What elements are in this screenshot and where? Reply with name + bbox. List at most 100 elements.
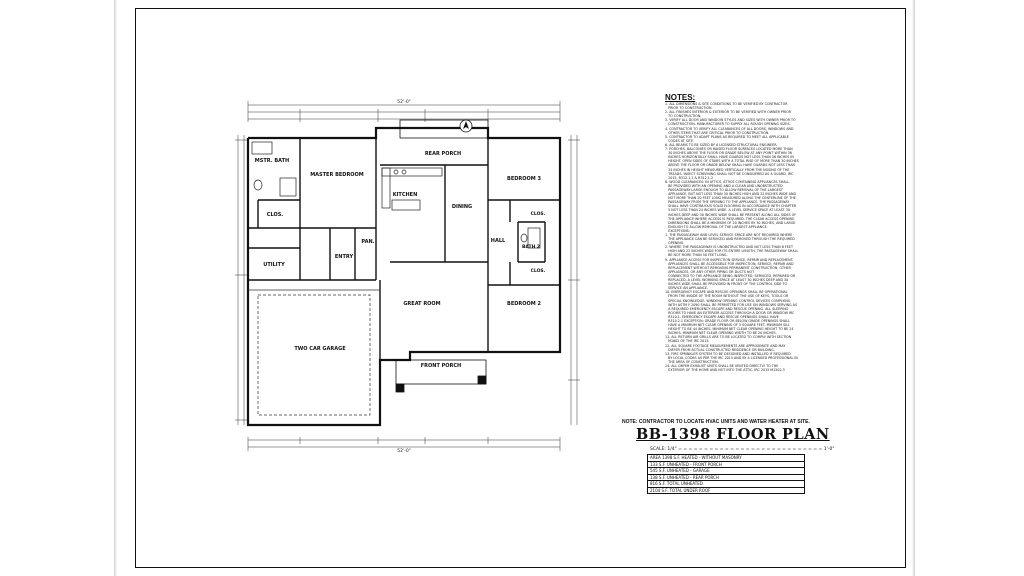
area-description: S.F. UNHEATED - FRONT PORCH [658,461,722,467]
note-line: OTHER ITEMS THAT ARE CRITICAL PRIOR TO C… [665,130,770,135]
room-master-bedroom: MASTER BEDROOM [310,172,364,178]
note-line: 2. WHERE THE PASSAGEWAY IS UNOBSTRUCTED … [665,245,793,250]
room-pantry: PAN. [361,239,374,245]
note-line: 12. ALL SQUARE FOOTAGE MEASUREMENTS ARE … [665,343,786,348]
dimension-labels: 52'-0" 52'-0" [397,99,411,454]
room-hall: HALL [491,238,506,244]
area-description: S.F. TOTAL UNHEATED [658,481,703,486]
note-line: ENOUGH TO ALLOW REMOVAL OF THE LARGEST A… [665,224,768,229]
note-line: CONNECTED TO THE APPLIANCE BEING INSPECT… [665,273,796,278]
note-line: INCHES WIDE SHALL BE PROVIDED IN FRONT O… [665,282,788,287]
area-description: S.F. TOTAL UNDER ROOF [661,487,711,493]
scale-separator: = = = = = = = = = = = = = = = = = = = = … [678,447,824,452]
dimension-lines [235,101,580,451]
area-value: 133 [650,461,658,467]
note-line: BE NOT MORE THAN 50 FEET LONG. [665,253,728,258]
note-line: APPLIANCES, OR ANY OTHER PIPING OR DUCTS… [665,269,755,274]
note-line: REPLACEMENT WITHOUT REMOVING PERMANENT C… [665,265,791,270]
area-table-body: AREA 1398 S.F. HEATED - WITHOUT MASONRY … [647,454,805,494]
note-line: WITH ASTM F 2090 SHALL BE PERMITTED FOR … [665,302,798,307]
note-line: 2. ALL FINISHES INTERIOR & EXTERIOR TO B… [665,110,792,115]
note-line: APPLIANCE, BUT NOT LESS THAN 30 INCHES H… [665,192,797,197]
note-line: SERVICE AN APPLIANCE. [665,286,709,291]
note-line: EXCEPTIONS: [665,228,690,233]
note-line: R310.2.1 EXCEPTION: GRADE FLOOR OR BELOW… [665,318,790,323]
notes-title: NOTES: [665,93,696,102]
area-cell: 2104 S.F. TOTAL UNDER ROOF [647,486,805,494]
area-description: S.F. UNHEATED - REAR PORCH [658,474,719,480]
note-line: A REQUIRED EMERGENCY ESCAPE AND RESCUE O… [665,306,789,311]
note-line: INCHES DEEP AND 30 INCHES WIDE SHALL BE … [665,212,797,217]
area-row: 2104 S.F. TOTAL UNDER ROOF [647,486,805,494]
note-line: 5 NOT LESS THAN 24 INCHES WIDE. A LEVEL … [665,208,790,213]
scale-value: 1'-0" [823,447,835,452]
sheet-border [135,8,906,568]
area-value: 138 [650,474,658,480]
note-line: THE AREA OF CONSTRUCTION. [665,359,719,364]
note-line: PASSAGEWAY LARGE ENOUGH TO ALLOW REMOVAL… [665,187,783,192]
note-line: 8. WOOD CLEARANCES: IN ATTICS, ATTICS CO… [665,179,790,184]
area-value: 545 [650,468,658,473]
room-closet-3: CLOS. [531,211,546,217]
note-line: 4. CONTRACTOR TO VERIFY ALL CLEARANCES O… [665,126,794,131]
sheet-edge-right [912,0,915,576]
exterior-walls [246,126,562,427]
note-line: INCHES. MINIMUM NET CLEAR OPENING WIDTH … [665,331,777,336]
note-line: CONSTRUCTION. MANUFACTURER TO SUPPLY ALL… [665,122,791,127]
note-line: 6. ALL BEAMS TO BE SIZED BY A LICENSED S… [665,142,778,147]
room-bedroom-2: BEDROOM 2 [507,301,541,307]
note-line: 13. FIRE SPRINKLER SYSTEM TO BE DESIGNED… [665,351,791,356]
room-kitchen: KITCHEN [393,192,418,198]
room-great-room: GREAT ROOM [403,301,440,307]
room-bath-2: BATH 2 [522,244,540,250]
note-line: 7. PORCHES, BALCONIES OR RAISED FLOOR SU… [665,147,793,152]
overall-width-bottom: 52'-0" [397,448,411,454]
note-line: 3. VERIFY ALL DOOR AND WINDOW STYLES AND… [665,118,796,123]
note-line: 1. ALL DIMENSIONS & SITE CONDITIONS TO B… [665,102,788,106]
room-bedroom-3: BEDROOM 3 [507,176,541,182]
overall-width-top: 52'-0" [397,99,411,105]
porch-outlines [395,119,489,393]
note-line: APPLIANCES SHALL BE ACCESSIBLE FOR INSPE… [665,261,794,266]
note-line: 14. ALL DRYER EXHAUST UNITS SHALL BE VEN… [665,364,779,368]
bath-fixtures [251,141,541,249]
note-line: 10. EMERGENCY ESCAPE AND RESCUE OPENINGS… [665,290,788,295]
note-line: 9. APPLIANCE ACCESS FOR INSPECTION SERVI… [665,257,794,262]
sheet-edge-left [114,0,117,576]
note-line: 2015, R312.1.1 & R312.1.2 [665,175,714,180]
room-dining: DINING [452,204,472,210]
area-prefix: AREA [650,455,661,460]
note-line: TO CONSTRUCTION. [665,114,702,119]
note-line: BE PROVIDED WITH AN OPENING AND A CLEAR … [665,183,783,188]
note-line: THE APPLIANCE CAN BE SERVICED AND REMOVE… [665,237,795,242]
note-line: THE APPLIANCE WHERE ACCESS IS REQUIRED. … [665,216,795,221]
kitchen-fixtures [381,167,443,211]
note-line: PASSAGEWAY FROM THE OPENING TO THE APPLI… [665,200,790,205]
note-line: HAVE A MINIMUM NET CLEAR OPENING OF 5 SQ… [665,323,790,328]
note-line: ABOVE THE FLOOR OR GRADE BELOW SHALL HAV… [665,163,795,168]
note-line: EXTERIOR OF THE HOME AND NOT INTO THE AT… [665,368,785,373]
note-line: NOT MORE THAN 20 FEET LONG MEASURED ALON… [665,196,796,201]
room-front-porch: FRONT PORCH [421,363,461,369]
interior-walls [248,138,560,425]
garage-details [248,289,380,416]
note-line: CODES AT SITE. [665,138,695,143]
area-value: 1398 [662,455,673,460]
hvac-note: NOTE: CONTRACTOR TO LOCATE HVAC UNITS AN… [622,419,810,425]
area-description: S.F. HEATED - WITHOUT MASONRY [673,455,742,460]
note-line: M1602 OF THE IRC 2015. [665,339,710,344]
room-entry: ENTRY [335,254,354,260]
note-line: SPECIAL KNOWLEDGE. WINDOW OPENING CONTRO… [665,298,791,303]
area-value: 816 [650,481,658,486]
plan-title: BB-1398 FLOOR PLAN [636,426,830,443]
note-line: PRIOR TO CONSTRUCTION. [665,106,713,111]
note-line: INCHES HORIZONTALLY SHALL HAVE GUARDS NO… [665,155,794,160]
note-line: ROOMS TO HAVE AN EXTERIOR ACCESS THROUGH… [665,310,795,315]
note-line: 5. CONTRACTOR TO ADAPT PLANS AS REQUIRED… [665,134,789,139]
note-line: FROM THE INSIDE OF THE ROOM WITHOUT THE … [665,294,789,299]
scale-label: SCALE: 1/4" = = = = = = = = = = = = = = … [650,447,834,452]
note-line: 1. THE PASSAGEWAY AND LEVEL SERVICE SPAC… [665,233,793,237]
room-rear-porch: REAR PORCH [425,151,461,157]
area-table: AREA 1398 S.F. HEATED - WITHOUT MASONRY … [647,454,805,494]
